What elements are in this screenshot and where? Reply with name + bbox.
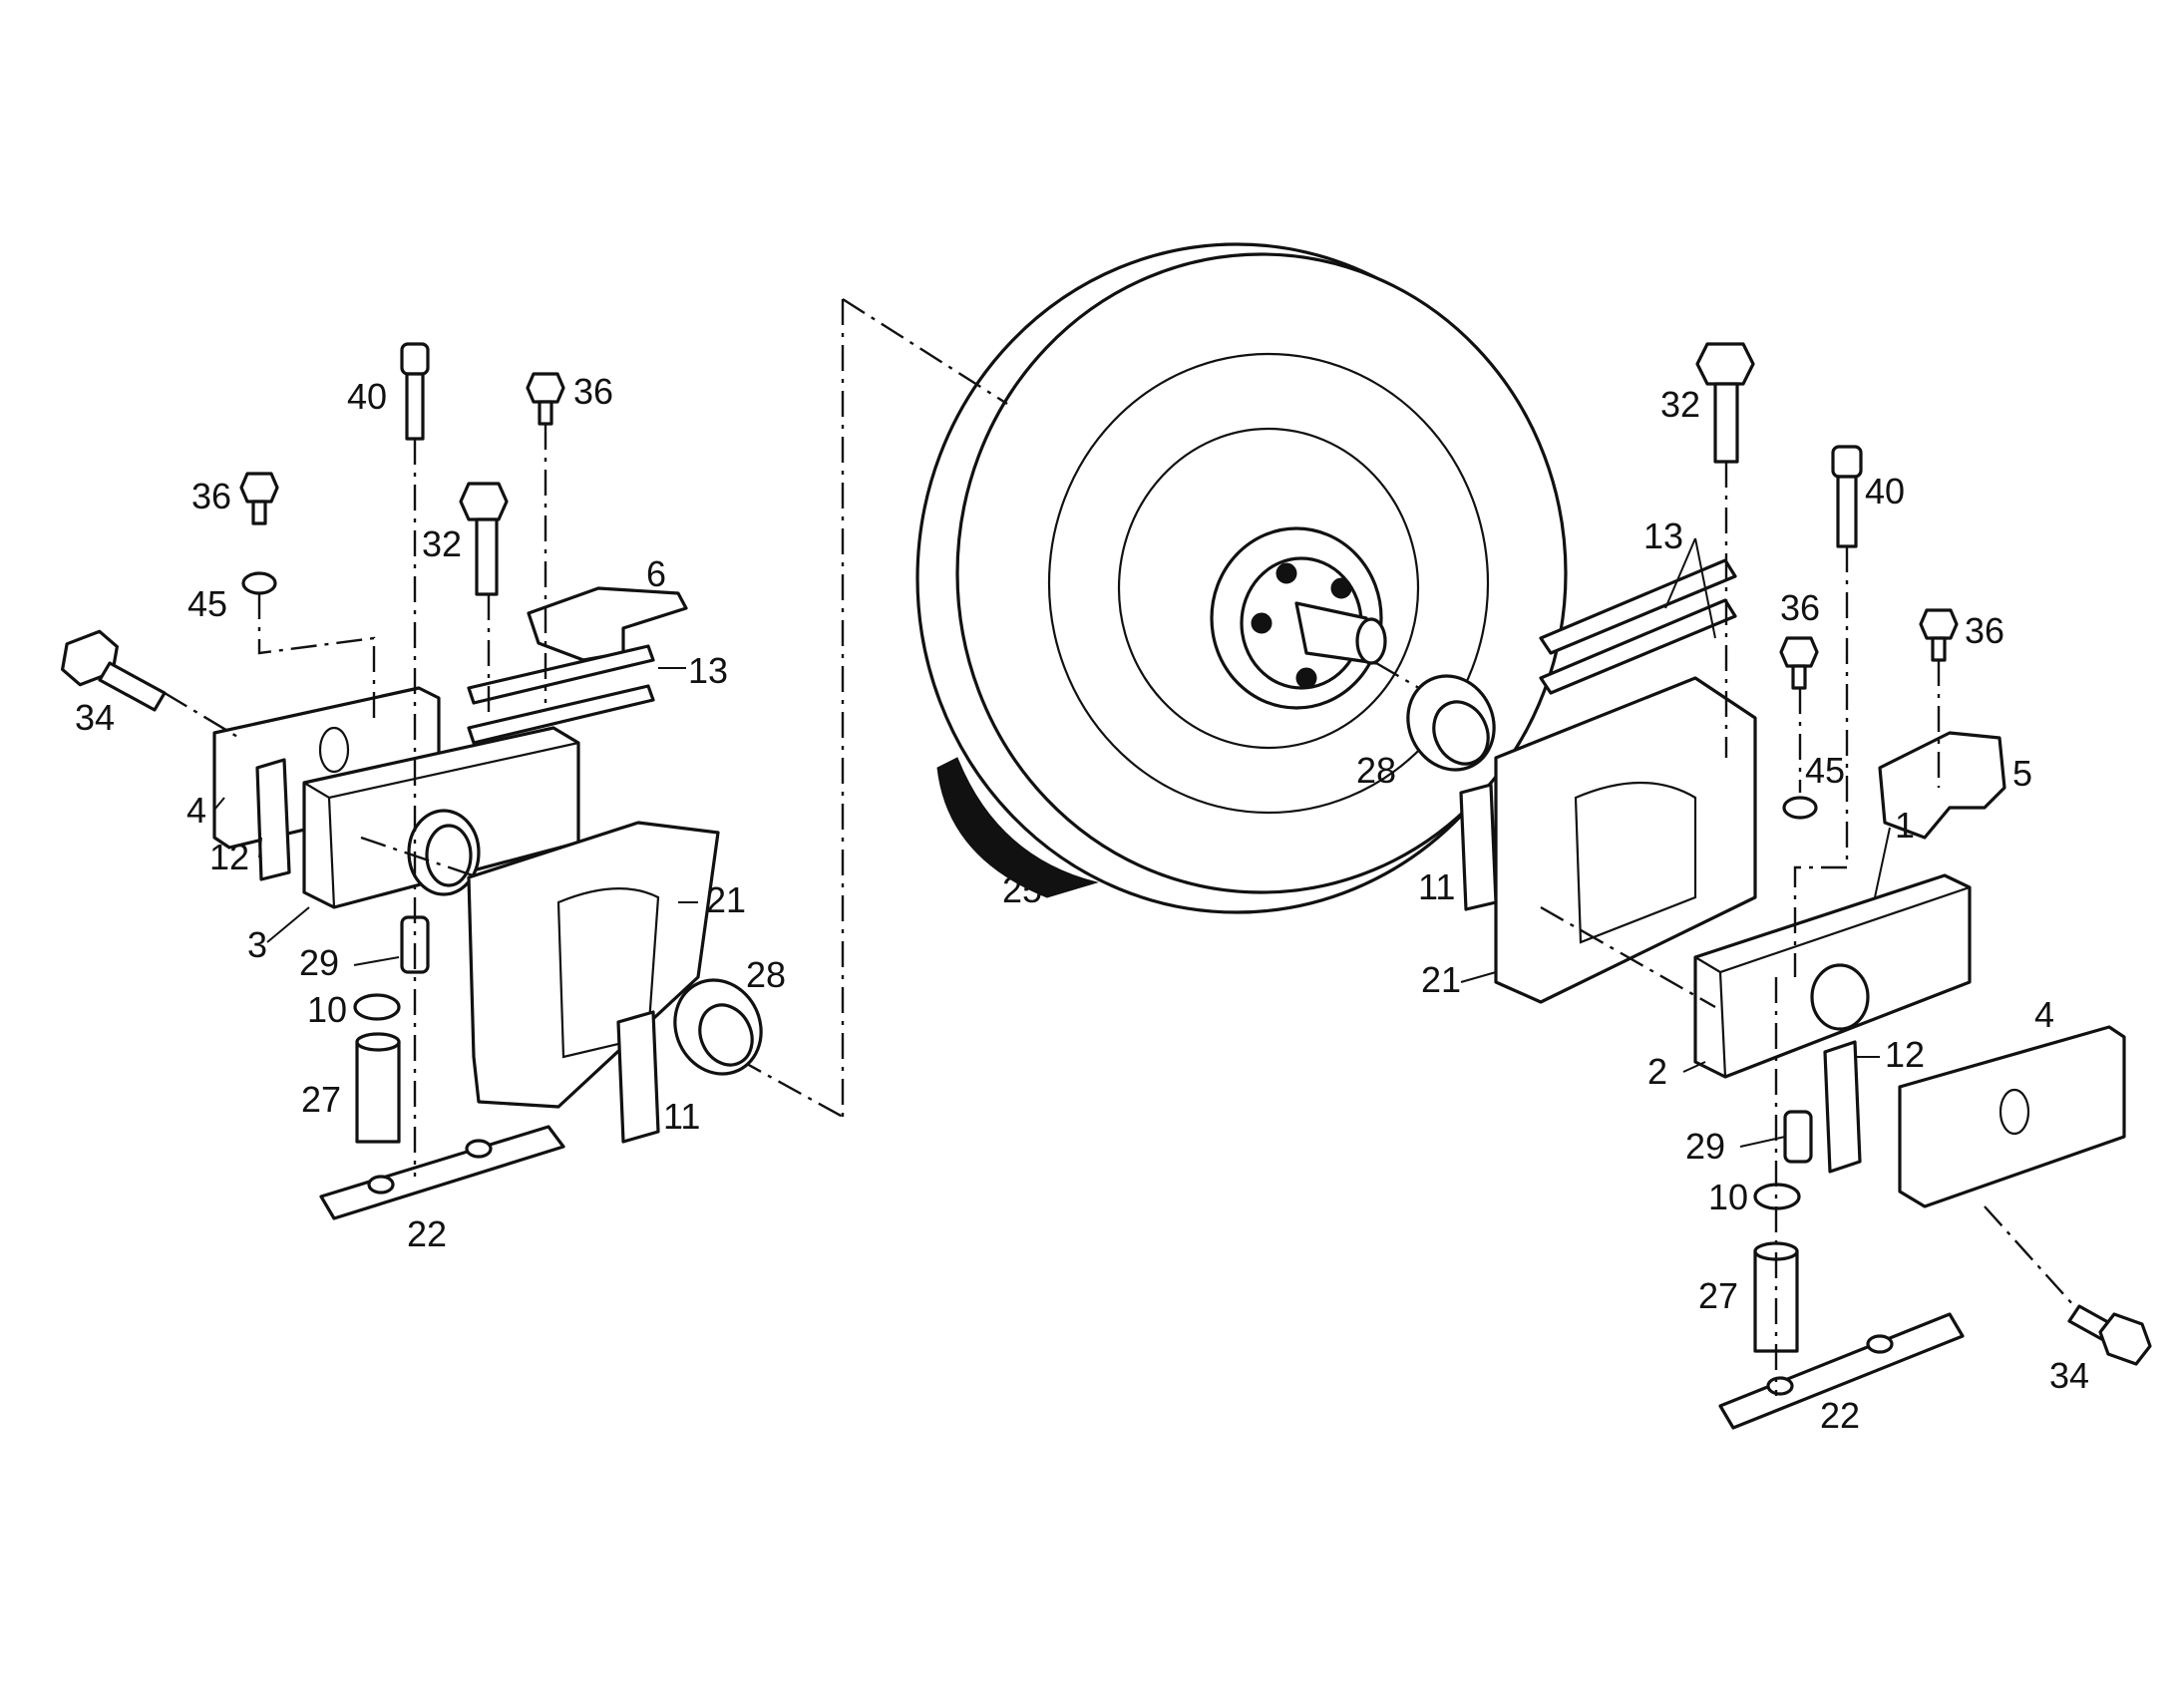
callout-27-left: 27 — [301, 1079, 341, 1120]
callout-32-right: 32 — [1660, 384, 1700, 425]
bolt-36-right-a — [1779, 636, 1819, 690]
callout-13-right: 13 — [1643, 515, 1683, 556]
right-assembly — [1459, 342, 2152, 1430]
callout-13-left: 13 — [688, 650, 728, 691]
bearing-block-2 — [1693, 873, 1972, 1079]
bolt-36-right-b — [1919, 608, 1959, 662]
callout-1: 1 — [1895, 805, 1915, 846]
callout-21-right: 21 — [1421, 959, 1461, 1000]
seal-ring-center — [1406, 674, 1496, 772]
callout-34-right: 34 — [2049, 1355, 2089, 1396]
bracket-21-left — [467, 821, 720, 1109]
bolt-34-right — [2067, 1304, 2152, 1366]
callout-10-left: 10 — [307, 989, 347, 1030]
plate-5 — [1878, 731, 2006, 840]
shim-13-right-a — [1539, 558, 1737, 655]
shim-12-left — [255, 758, 291, 881]
sleeve-27-left — [355, 1032, 401, 1144]
leader-lines — [213, 537, 1891, 1148]
callout-12-left: 12 — [209, 837, 249, 877]
bolt-40-right — [1831, 445, 1863, 548]
idler-wheel — [915, 242, 1568, 914]
plate-6 — [527, 586, 688, 662]
shim-12-right — [1823, 1040, 1862, 1174]
callout-36-right-b: 36 — [1965, 610, 2004, 651]
callout-5: 5 — [2012, 753, 2032, 794]
shim-13-right-b — [1539, 598, 1737, 695]
bearing-block-3 — [302, 726, 580, 909]
callout-4-right: 4 — [2034, 994, 2054, 1035]
callout-2: 2 — [1647, 1051, 1667, 1092]
callout-29-left: 29 — [299, 942, 339, 983]
callout-45-left: 45 — [187, 583, 227, 624]
callouts: 40 36 36 32 45 6 13 34 4 12 3 29 21 28 1… — [75, 371, 2089, 1436]
callout-36-right-a: 36 — [1780, 587, 1820, 628]
callout-6: 6 — [646, 553, 666, 594]
washer-45-right — [1782, 796, 1818, 820]
cap-10-left — [353, 993, 401, 1021]
shim-13-left-a — [467, 644, 655, 705]
base-plate-22-right — [1718, 1312, 1965, 1430]
callout-11-right: 11 — [1418, 866, 1455, 907]
cover-plate-4-right — [1898, 1025, 2126, 1208]
callout-10-right: 10 — [1708, 1177, 1748, 1217]
callout-3: 3 — [247, 924, 267, 965]
callout-36-left-top: 36 — [573, 371, 613, 412]
seal-ring-left — [673, 978, 763, 1076]
callout-21-left: 21 — [706, 879, 746, 920]
shim-13-left-b — [467, 684, 655, 745]
callout-4-left: 4 — [186, 790, 206, 831]
bolt-36-left-top — [526, 372, 565, 426]
callout-34-left: 34 — [75, 697, 115, 738]
callout-40-right: 40 — [1865, 471, 1905, 512]
base-plate-22-left — [319, 1125, 565, 1220]
callout-32-left: 32 — [422, 523, 462, 564]
bolt-34-left — [61, 629, 167, 712]
callout-40-left: 40 — [347, 376, 387, 417]
bolt-36-left — [239, 472, 279, 525]
callout-25: 25 — [1002, 869, 1042, 910]
callout-29-right: 29 — [1685, 1126, 1725, 1167]
bolt-32-right — [1695, 342, 1755, 464]
callout-28-center: 28 — [1356, 750, 1396, 791]
left-assembly — [61, 342, 763, 1220]
bolt-40-left — [400, 342, 430, 441]
bolt-32-left — [459, 482, 509, 596]
callout-28-left: 28 — [746, 954, 786, 995]
callout-22-right: 22 — [1820, 1395, 1860, 1436]
callout-27-right: 27 — [1698, 1275, 1738, 1316]
strap-11-right — [1459, 783, 1498, 911]
bracket-21-right — [1494, 676, 1757, 1004]
callout-45-right: 45 — [1805, 750, 1845, 791]
washer-45-left — [241, 571, 277, 595]
pin-29-right — [1783, 1110, 1813, 1164]
callout-11-left: 11 — [663, 1096, 700, 1137]
strap-11-left — [616, 1010, 660, 1144]
callout-22-left: 22 — [407, 1213, 447, 1254]
callout-12-right: 12 — [1885, 1034, 1925, 1075]
callout-36-left: 36 — [191, 476, 231, 516]
